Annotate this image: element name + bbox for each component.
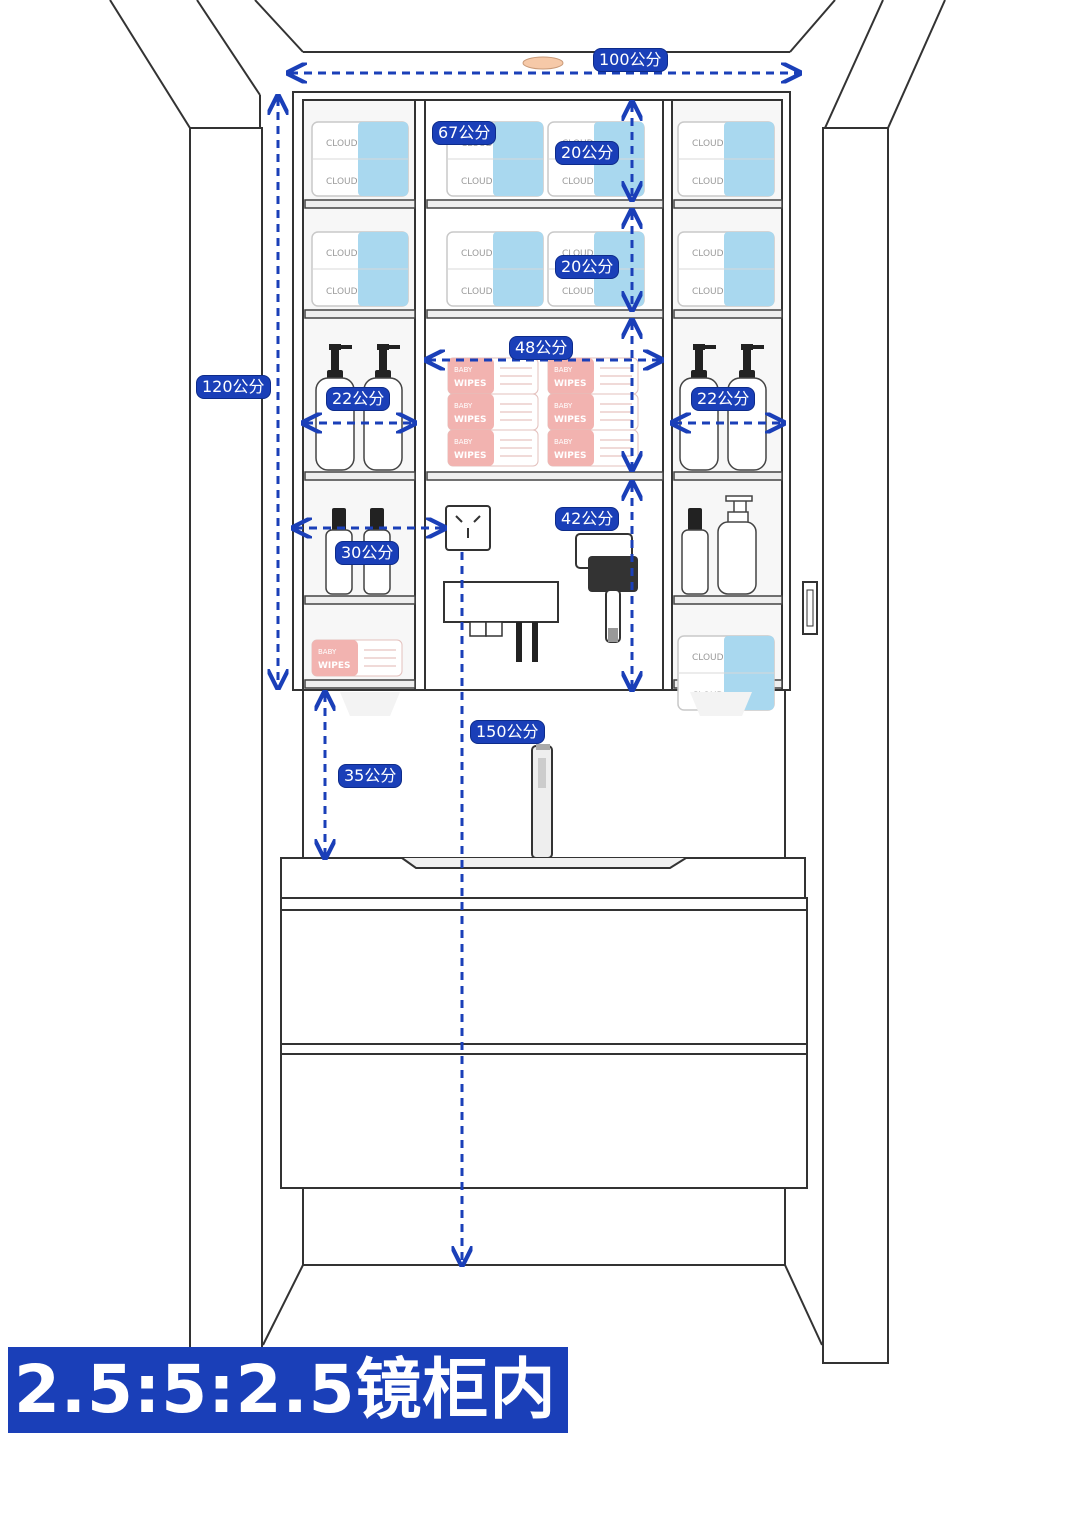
dim-cabinet-height: 120公分	[197, 376, 270, 398]
bathroom-cabinet-diagram: CLOUD CLOUD BABY WIPES	[109, 0, 946, 1364]
vanity-cabinet	[280, 857, 808, 1265]
dim-total-width: 100公分	[594, 49, 667, 71]
lotion-bottle	[717, 495, 757, 595]
dim-top-shelf-1: 20公分	[556, 142, 619, 164]
shelves	[304, 199, 783, 689]
faucet-icon	[531, 744, 553, 859]
power-outlet-icon	[445, 505, 491, 551]
cabinet-light	[690, 692, 752, 716]
dim-middle-width: 67公分	[433, 122, 496, 144]
room-walls	[109, 0, 946, 1364]
backsplash	[302, 690, 786, 858]
dim-outlet-height: 150公分	[471, 721, 544, 743]
toothbrush-holder	[443, 581, 559, 662]
dim-gap-above-basin: 35公分	[339, 765, 402, 787]
dim-top-shelf-2: 20公分	[556, 256, 619, 278]
caption-banner: 2.5:5:2.5镜柜内部	[8, 1347, 568, 1514]
dim-left-shelf-depth: 22公分	[327, 388, 390, 410]
dim-middle-shelf-width: 48公分	[510, 337, 573, 359]
dim-right-shelf-depth: 22公分	[692, 388, 755, 410]
dim-outlet-offset: 30公分	[336, 542, 399, 564]
cabinet-light	[340, 692, 400, 716]
dimension-lines	[278, 73, 798, 1263]
ceiling-light-icon	[522, 56, 564, 70]
dim-open-section-height: 42公分	[556, 508, 619, 530]
